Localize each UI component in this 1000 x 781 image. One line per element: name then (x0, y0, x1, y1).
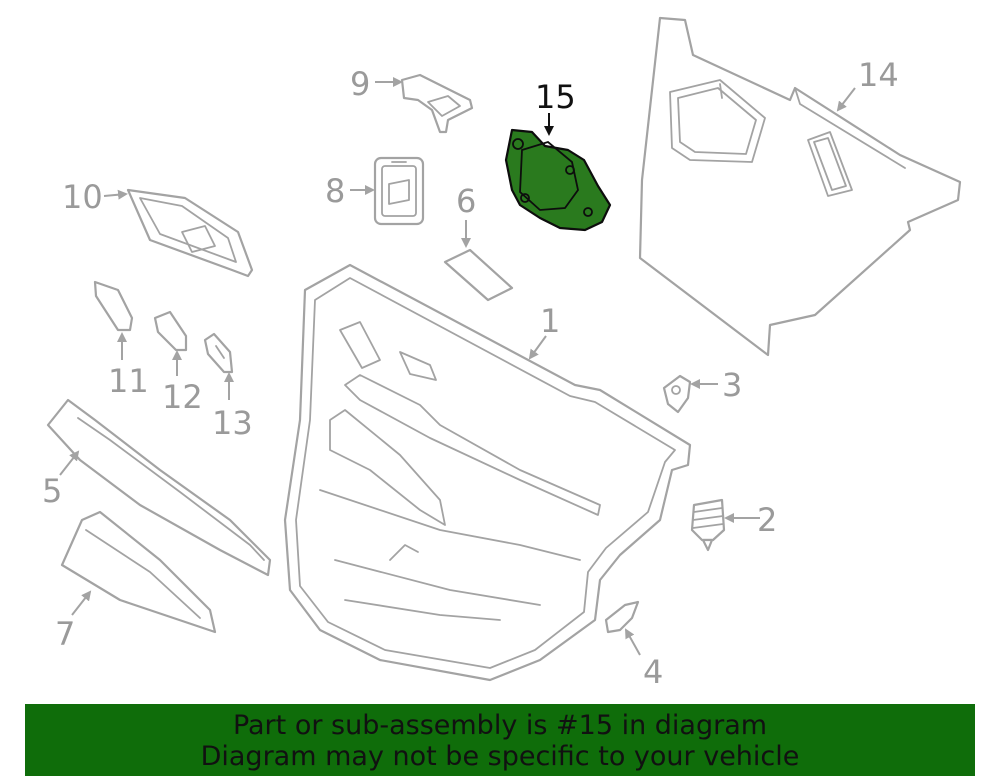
part-11-clip (93, 280, 134, 332)
callout-labels: 15 14 9 8 6 10 1 3 2 4 11 12 13 5 7 (42, 56, 899, 691)
part-10-handle-bezel (126, 188, 254, 278)
parts-diagram: 15 14 9 8 6 10 1 3 2 4 11 12 13 5 7 (42, 16, 962, 691)
part-8-switch (373, 156, 425, 226)
callout-13: 13 (212, 404, 253, 442)
callout-12: 12 (162, 378, 203, 416)
part-6-pad (443, 248, 514, 302)
callout-2: 2 (757, 501, 777, 539)
part-2-push-pin (690, 498, 726, 552)
part-9-trim-piece (400, 73, 474, 134)
part-5-trim-strip (46, 398, 272, 577)
callout-6: 6 (456, 182, 476, 220)
callout-leaders (59, 77, 856, 656)
part-12-clip (153, 310, 188, 352)
callout-9: 9 (350, 65, 370, 103)
part-15-highlighted (504, 128, 612, 232)
info-banner: Part or sub-assembly is #15 in diagram D… (25, 704, 975, 776)
callout-3: 3 (722, 366, 742, 404)
callout-11: 11 (108, 362, 149, 400)
part-3-bracket (662, 374, 692, 414)
callout-7: 7 (55, 615, 75, 653)
callout-15: 15 (535, 78, 576, 116)
part-14-insulator (638, 16, 962, 357)
part-7-pocket (60, 510, 217, 634)
callout-5: 5 (42, 472, 62, 510)
callout-14: 14 (858, 56, 899, 94)
banner-line-2: Diagram may not be specific to your vehi… (200, 741, 800, 772)
part-13-clip (203, 332, 234, 374)
callout-8: 8 (325, 172, 345, 210)
callout-10: 10 (62, 178, 103, 216)
part-4-clip (604, 600, 640, 634)
callout-4: 4 (643, 653, 663, 691)
callout-1: 1 (540, 302, 560, 340)
part-1-door-panel (283, 263, 692, 682)
banner-line-1: Part or sub-assembly is #15 in diagram (232, 710, 768, 741)
